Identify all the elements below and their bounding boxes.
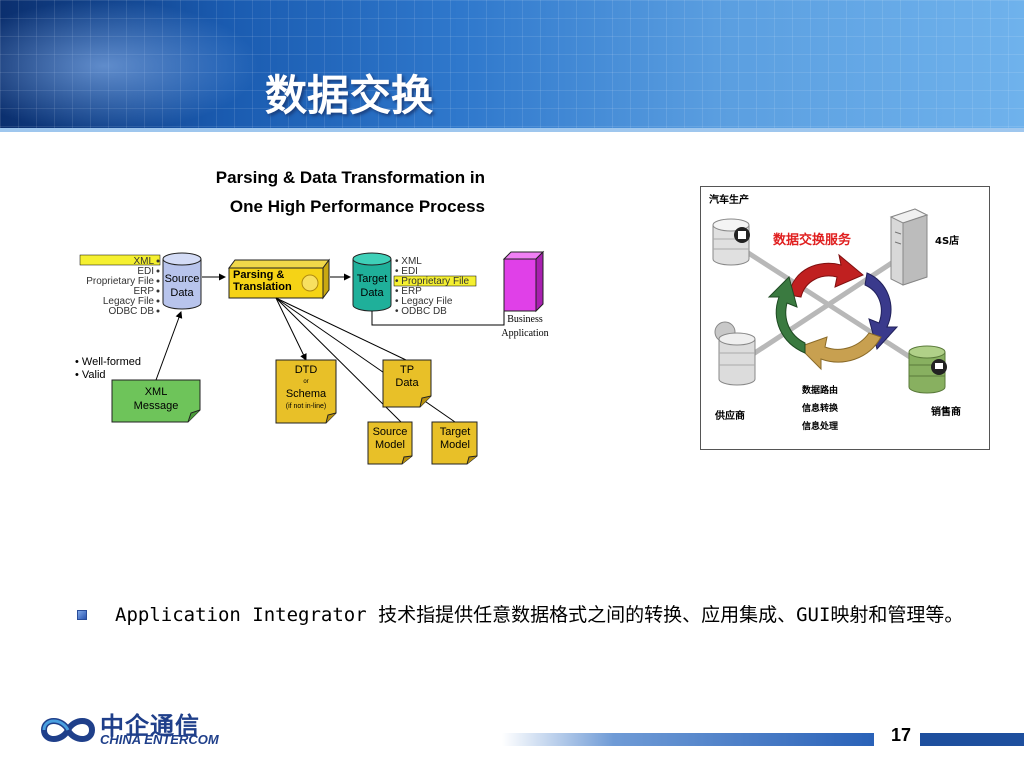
- target-format-erp: • ERP: [395, 286, 422, 297]
- validation-valid: • Valid: [75, 369, 106, 381]
- source-format-edi: EDI: [137, 266, 154, 277]
- xml-message-label-2: Message: [134, 400, 179, 412]
- body-paragraph: Application Integrator 技术指提供任意数据格式之间的转换、…: [115, 604, 964, 626]
- infinity-logo-icon: [40, 718, 96, 742]
- company-logo: 中企通信 CHINA ENTERCOM: [38, 706, 278, 750]
- validation-well-formed: • Well-formed: [75, 356, 141, 368]
- target-format-proprietary: • Proprietary File: [395, 276, 470, 287]
- business-application-box: Business Application: [501, 250, 549, 339]
- cycle-arrows: [767, 253, 899, 371]
- car-production-server: [712, 218, 750, 266]
- xml-message-label-1: XML: [145, 386, 168, 398]
- connection-beams: [736, 244, 944, 380]
- store-4s-label: 4S店: [935, 234, 959, 247]
- target-proprietary-highlight: [393, 275, 477, 287]
- target-format-xml: • XML: [395, 256, 422, 267]
- source-format-xml: XML: [133, 256, 154, 267]
- dtd-schema-doc: DTD or Schema (if not in-line): [275, 359, 337, 424]
- source-format-list: XML EDI Proprietary File ERP Legacy File…: [86, 256, 154, 317]
- xml-message-doc: XML Message: [111, 379, 201, 423]
- dtd-or-label: or: [303, 379, 308, 385]
- car-production-label: 汽车生产: [709, 193, 749, 206]
- arrow-xml-to-source: [155, 311, 183, 381]
- ge-logo-icon: [301, 274, 319, 292]
- data-exchange-service-diagram: 汽车生产 数据交换服务 4S店 供应商 销售商 数据路由 信息转换 信息处理: [700, 186, 990, 450]
- slide-title: 数据交换: [265, 71, 434, 120]
- source-model-doc: Source Model: [367, 421, 413, 465]
- tp-data-label-2: Data: [395, 377, 419, 389]
- source-format-odbc: ODBC DB: [108, 306, 154, 317]
- store-4s-server: [889, 208, 929, 286]
- target-data-label-1: Target: [357, 273, 388, 285]
- function-processing: 信息处理: [802, 420, 838, 432]
- source-format-proprietary: Proprietary File: [86, 276, 154, 287]
- parsing-diagram-svg: Parsing & Data Transformation in One Hig…: [75, 168, 549, 465]
- slide-header: [0, 0, 1024, 132]
- target-model-label-2: Model: [440, 439, 470, 451]
- data-exchange-svg: 汽车生产 数据交换服务 4S店 供应商 销售商 数据路由 信息转换 信息处理: [709, 193, 961, 432]
- diagram-title-line1: Parsing & Data Transformation in: [216, 168, 485, 187]
- dtd-label: DTD: [295, 364, 318, 376]
- dealer-server: [908, 345, 947, 394]
- footer-bar-right: [920, 733, 1024, 746]
- target-format-list: • XML • EDI • Proprietary File • ERP • L…: [395, 256, 470, 317]
- target-model-doc: Target Model: [431, 421, 478, 465]
- tp-data-label-1: TP: [400, 364, 414, 376]
- source-format-erp: ERP: [133, 286, 154, 297]
- logo-english-name: CHINA ENTERCOM: [100, 732, 219, 747]
- function-routing: 数据路由: [802, 384, 838, 396]
- schema-note-label: (if not in-line): [286, 403, 326, 410]
- target-model-label-1: Target: [440, 426, 471, 438]
- target-data-label-2: Data: [360, 287, 384, 299]
- function-conversion: 信息转换: [802, 402, 839, 414]
- parsing-translation-box: Parsing & Translation: [228, 258, 330, 300]
- dealer-label: 销售商: [931, 405, 961, 418]
- target-format-legacy: • Legacy File: [395, 296, 453, 307]
- source-data-cylinder: Source Data: [162, 252, 202, 310]
- target-format-odbc: • ODBC DB: [395, 306, 447, 317]
- source-format-legacy: Legacy File: [103, 296, 155, 307]
- source-data-label-2: Data: [170, 287, 194, 299]
- parsing-label-1: Parsing &: [233, 269, 284, 281]
- bullet-square-icon: [77, 610, 87, 620]
- center-service-title: 数据交换服务: [773, 232, 852, 248]
- supplier-server: [714, 321, 756, 386]
- footer-bar-left: [502, 733, 874, 746]
- business-app-label-1: Business: [507, 314, 543, 325]
- logo-chinese-name: 中企通信: [100, 712, 200, 740]
- schema-label: Schema: [286, 388, 327, 400]
- supplier-label: 供应商: [714, 409, 745, 422]
- source-data-label-1: Source: [165, 273, 200, 285]
- diagram-title-line2: One High Performance Process: [230, 197, 485, 216]
- parsing-diagram: Parsing & Data Transformation in One Hig…: [70, 160, 570, 480]
- source-model-label-2: Model: [375, 439, 405, 451]
- page-number: 17: [890, 725, 912, 745]
- source-model-label-1: Source: [373, 426, 408, 438]
- business-app-label-2: Application: [501, 328, 548, 339]
- header-divider: [0, 128, 1024, 132]
- header-photo-glow: [0, 0, 260, 132]
- arrow-target-to-business: [371, 311, 505, 326]
- parsing-label-2: Translation: [233, 281, 292, 293]
- source-format-bullets: [156, 259, 160, 313]
- target-data-cylinder: Target Data: [352, 252, 392, 312]
- tp-data-doc: TP Data: [382, 359, 432, 408]
- target-format-edi: • EDI: [395, 266, 418, 277]
- source-xml-highlight: [79, 254, 161, 266]
